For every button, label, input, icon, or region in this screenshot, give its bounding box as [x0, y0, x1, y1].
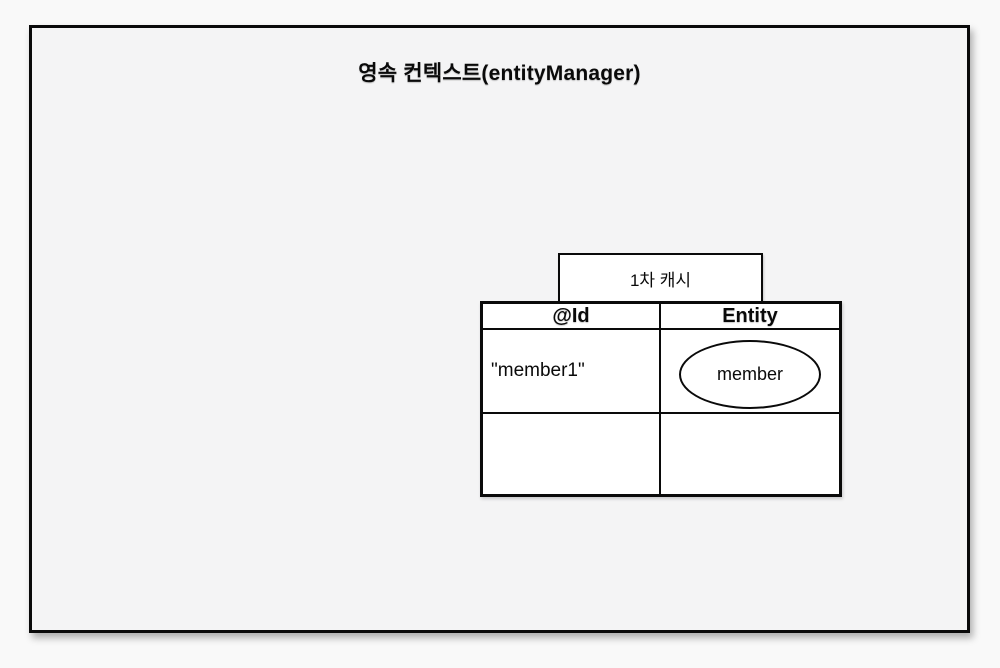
table-row [661, 414, 839, 494]
member-entity-ellipse: member [679, 340, 821, 409]
page-title: 영속 컨텍스트(entityManager) [358, 62, 641, 85]
table-row [483, 414, 661, 494]
member-entity-label: member [716, 364, 783, 384]
first-level-cache-table: @Id Entity "member1" member [480, 301, 842, 497]
id-value-row1: "member1" [491, 360, 585, 381]
table-row: member [661, 330, 839, 414]
column-header-id: @Id [483, 304, 661, 330]
first-level-cache-tab: 1차 캐시 [558, 253, 763, 304]
column-header-entity: Entity [661, 304, 839, 330]
first-level-cache-label: 1차 캐시 [629, 271, 692, 290]
table-row: "member1" [483, 330, 661, 414]
